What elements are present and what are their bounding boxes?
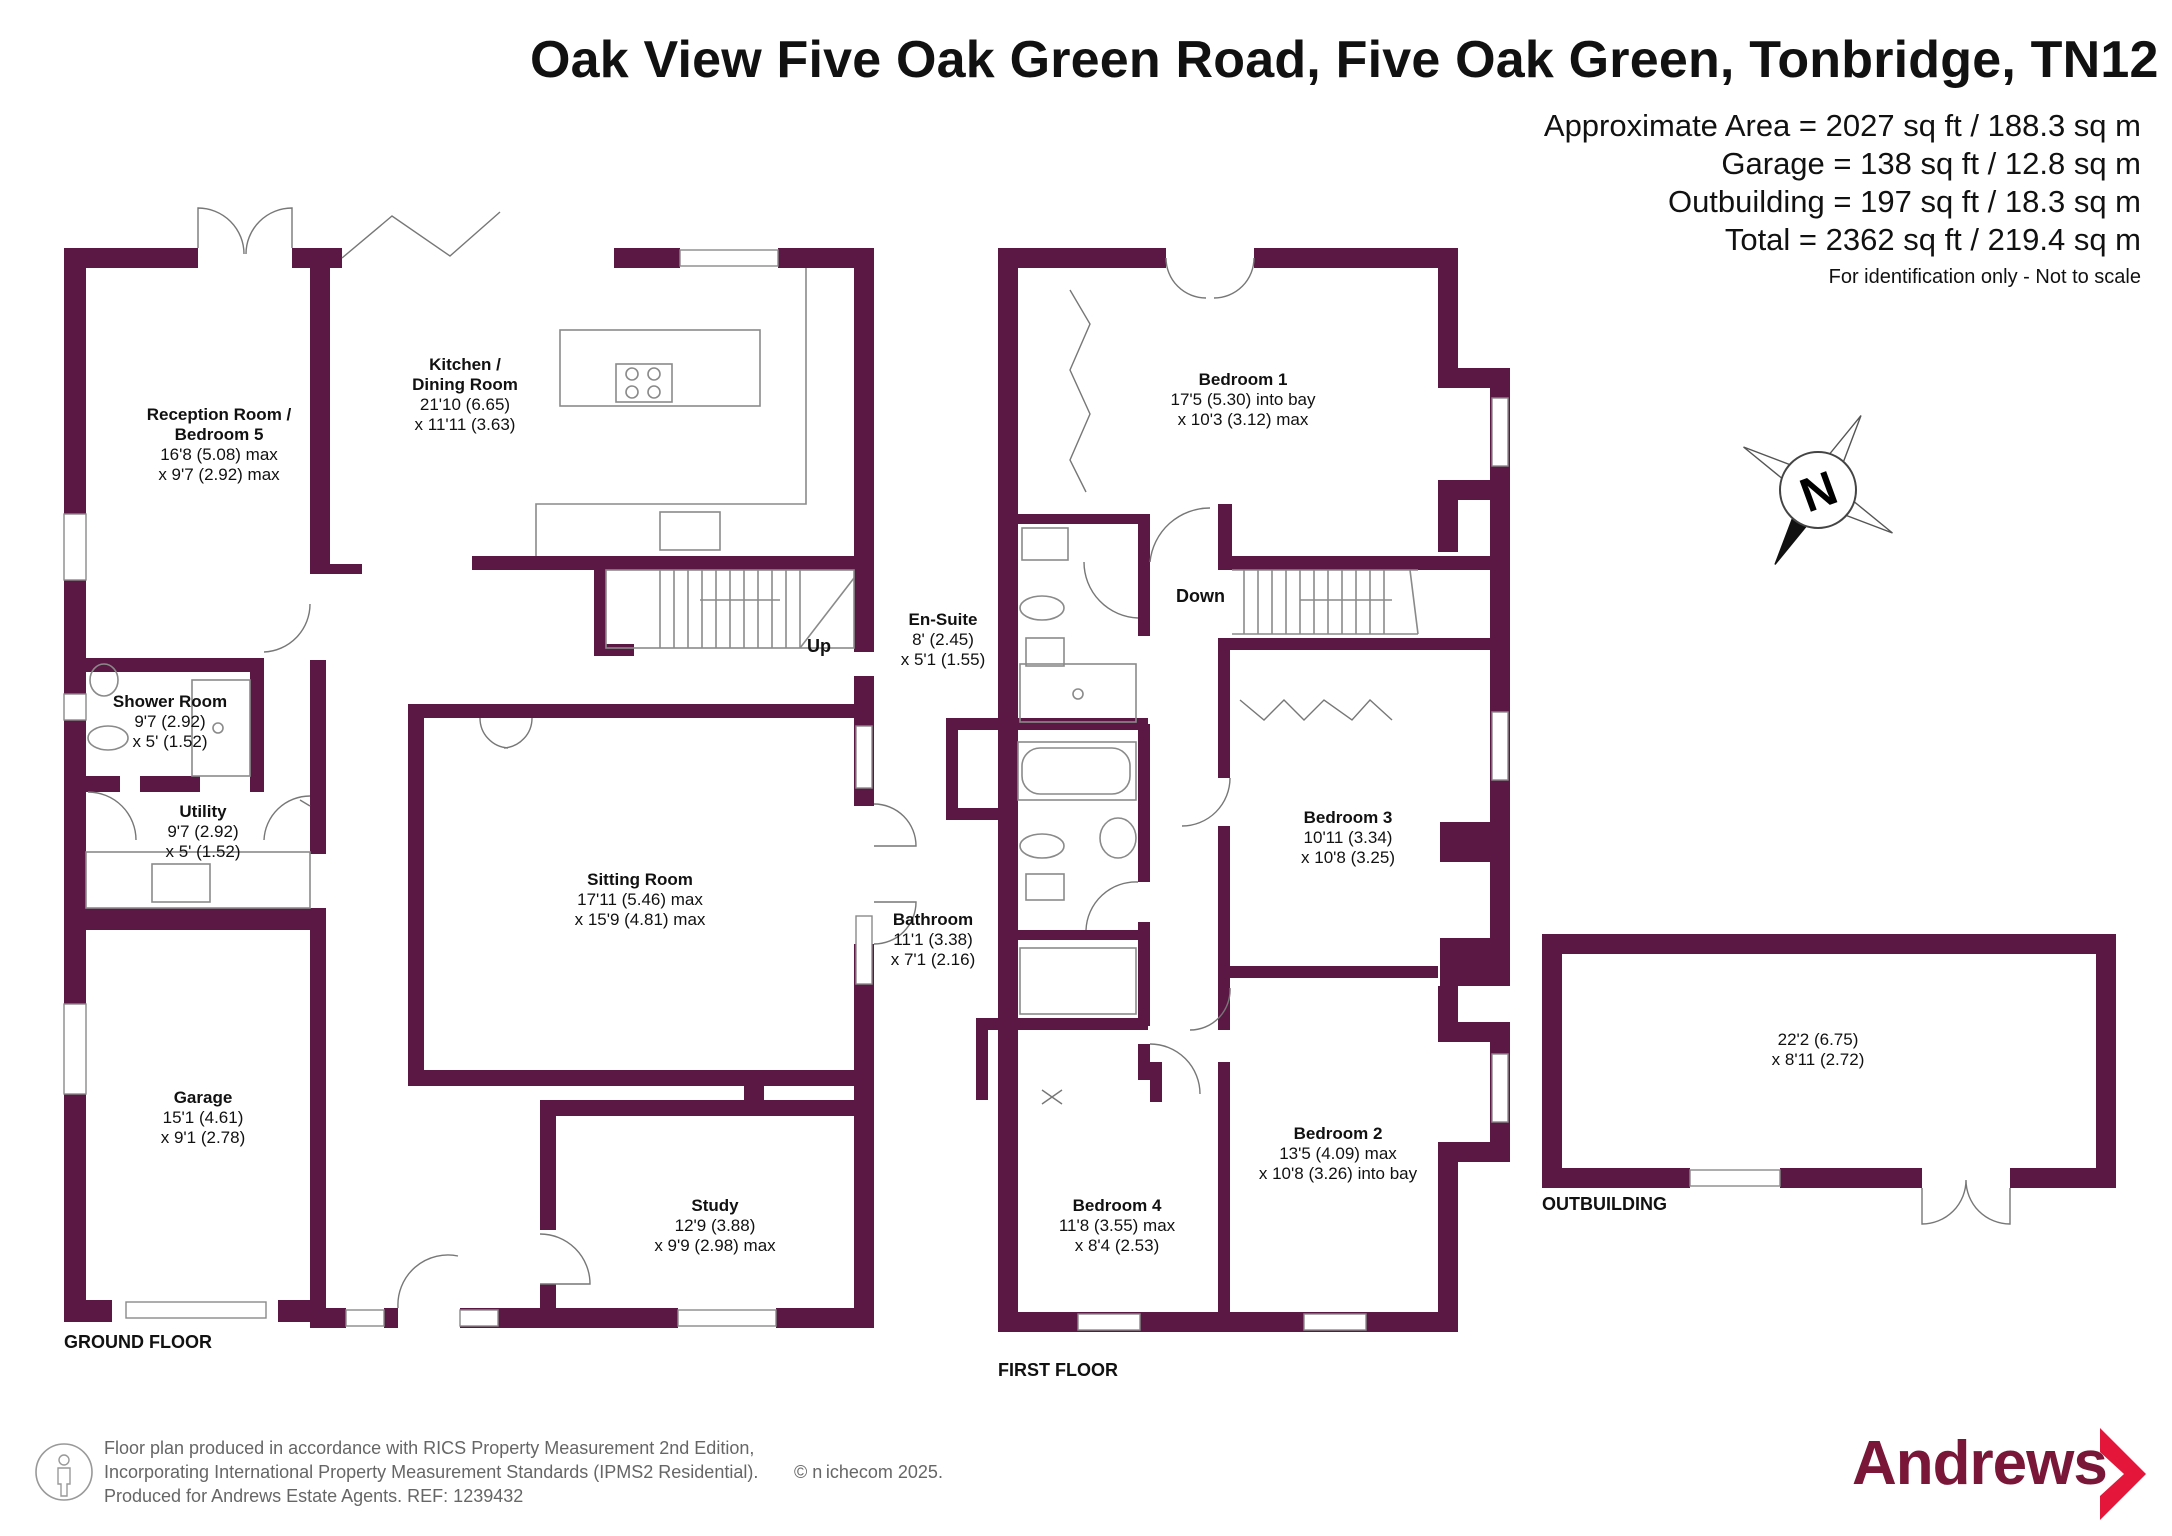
room-outbuilding: 22'2 (6.75)x 8'11 (2.72): [1771, 1030, 1865, 1069]
compass: N: [1743, 415, 1893, 565]
room-garage: Garage 15'1 (4.61)x 9'1 (2.78): [160, 1088, 246, 1147]
area-garage: Garage = 138 sq ft / 12.8 sq m: [1721, 146, 2141, 181]
area-outbuilding: Outbuilding = 197 sq ft / 18.3 sq m: [1667, 184, 2141, 219]
footer-line-1: Floor plan produced in accordance with R…: [104, 1438, 755, 1458]
ground-floor-fixtures: [87, 268, 855, 903]
room-reception: Reception Room /Bedroom 5 16'8 (5.08) ma…: [146, 405, 292, 484]
room-utility: Utility 9'7 (2.92)x 5' (1.52): [165, 802, 241, 861]
footer-line-2: Incorporating International Property Mea…: [104, 1462, 759, 1482]
stairs-up-label: Up: [807, 636, 831, 656]
first-floor-doors: [1041, 257, 1255, 1105]
brand-chevron-icon: [2100, 1428, 2146, 1520]
first-floor-label: FIRST FLOOR: [998, 1360, 1118, 1380]
ground-floor-label: GROUND FLOOR: [64, 1332, 212, 1352]
area-approximate: Approximate Area = 2027 sq ft / 188.3 sq…: [1543, 108, 2141, 143]
room-ensuite: En-Suite 8' (2.45)x 5'1 (1.55): [900, 610, 986, 669]
property-title: Oak View Five Oak Green Road, Five Oak G…: [530, 31, 2159, 89]
brand-logo: Andrews: [1852, 1429, 2108, 1498]
room-bedroom3: Bedroom 3 10'11 (3.34)x 10'8 (3.25): [1301, 808, 1395, 867]
first-floor-fixtures: [1017, 289, 1419, 1015]
footer-notes: Floor plan produced in accordance with R…: [104, 1436, 943, 1508]
scale-note: For identification only - Not to scale: [1828, 266, 2141, 288]
footer-line-3: Produced for Andrews Estate Agents. REF:…: [104, 1486, 524, 1506]
room-shower: Shower Room 9'7 (2.92)x 5' (1.52): [112, 692, 228, 751]
stairs-down-label: Down: [1176, 586, 1225, 606]
first-floor-windows: [1077, 397, 1509, 1331]
ground-floor-windows: [63, 249, 873, 1327]
person-icon: [35, 1443, 93, 1501]
area-summary: Approximate Area = 2027 sq ft / 188.3 sq…: [1544, 107, 2141, 259]
area-total: Total = 2362 sq ft / 219.4 sq m: [1724, 222, 2141, 257]
ground-floor-doors: [87, 207, 917, 1309]
room-bathroom: Bathroom 11'1 (3.38)x 7'1 (2.16): [890, 910, 976, 969]
footer-copyright: © n ichecom 2025.: [794, 1462, 943, 1482]
room-kitchen: Kitchen /Dining Room 21'10 (6.65)x 11'11…: [412, 355, 518, 434]
outbuilding-label: OUTBUILDING: [1542, 1194, 1667, 1214]
outbuilding-walls: [1542, 934, 2116, 1225]
room-study: Study 12'9 (3.88)x 9'9 (2.98) max: [654, 1196, 776, 1255]
